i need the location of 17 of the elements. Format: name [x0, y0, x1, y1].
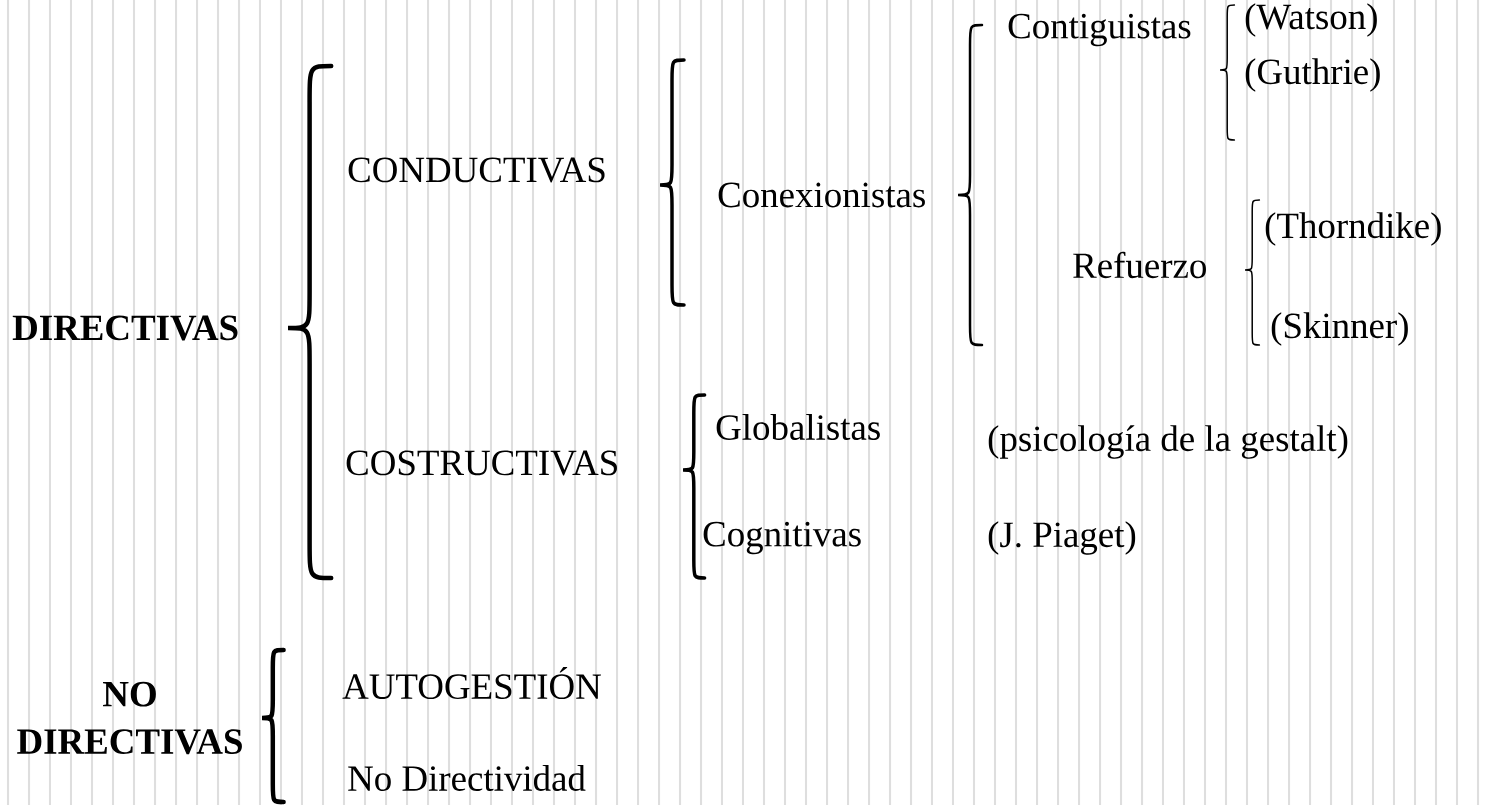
label-text: NO DIRECTIVAS	[17, 681, 242, 755]
label-text: Conexionistas	[718, 182, 925, 208]
label-text: (Skinner)	[1271, 312, 1408, 346]
label-text: COSTRUCTIVAS	[346, 450, 617, 476]
label-text: AUTOGESTIÓN	[342, 667, 601, 700]
label-text: (psicología de la gestalt)	[988, 425, 1348, 459]
label-text: Globalistas	[716, 414, 880, 440]
label-text: No Directividad	[348, 765, 586, 791]
label-text: Refuerzo	[1073, 251, 1206, 279]
label-text: (Thorndike)	[1265, 212, 1441, 246]
label-text: (Watson)	[1245, 3, 1377, 37]
label-text: DIRECTIVAS	[12, 315, 238, 341]
label-text: (J. Piaget)	[988, 521, 1136, 555]
label-text: (Guthrie)	[1245, 58, 1380, 92]
label-text: Cognitivas	[703, 521, 861, 555]
label-text: Contiguistas	[1008, 13, 1191, 47]
label-text: CONDUCTIVAS	[348, 157, 605, 183]
